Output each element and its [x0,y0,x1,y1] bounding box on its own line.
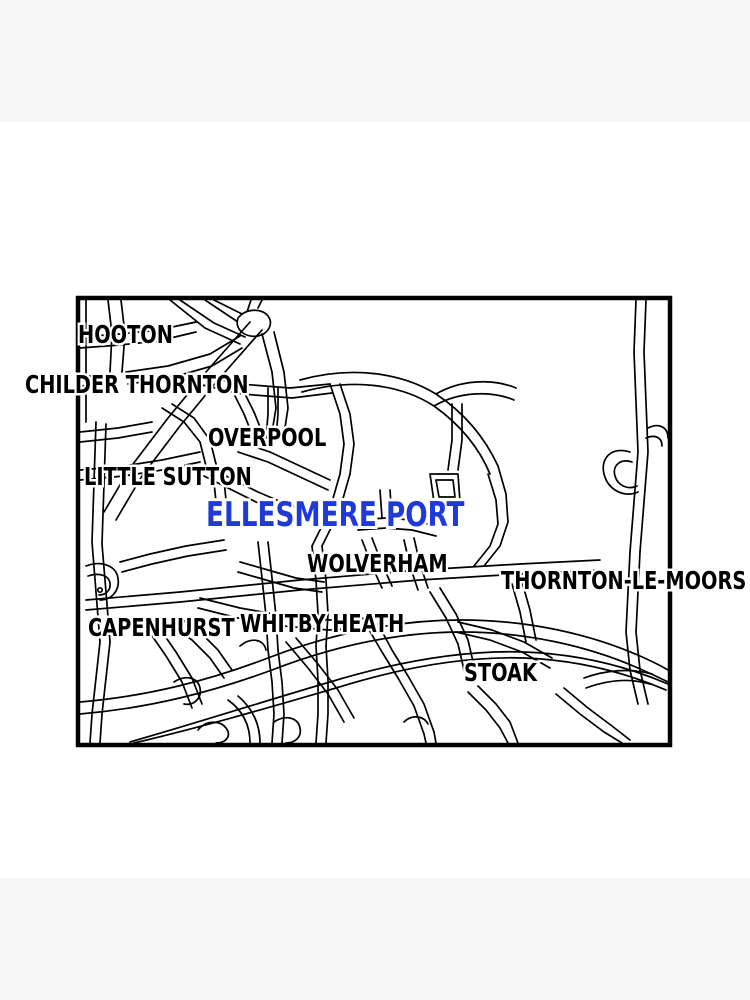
map-background [0,122,750,878]
top-margin-band [0,0,750,122]
map-canvas[interactable]: HOOTON HOOTON CHILDER THORNTON CHILDER T… [0,122,750,878]
road-network [80,300,668,743]
map-roads-svg [0,122,750,878]
bottom-margin-band [0,878,750,1000]
map-frame-border [75,295,673,748]
